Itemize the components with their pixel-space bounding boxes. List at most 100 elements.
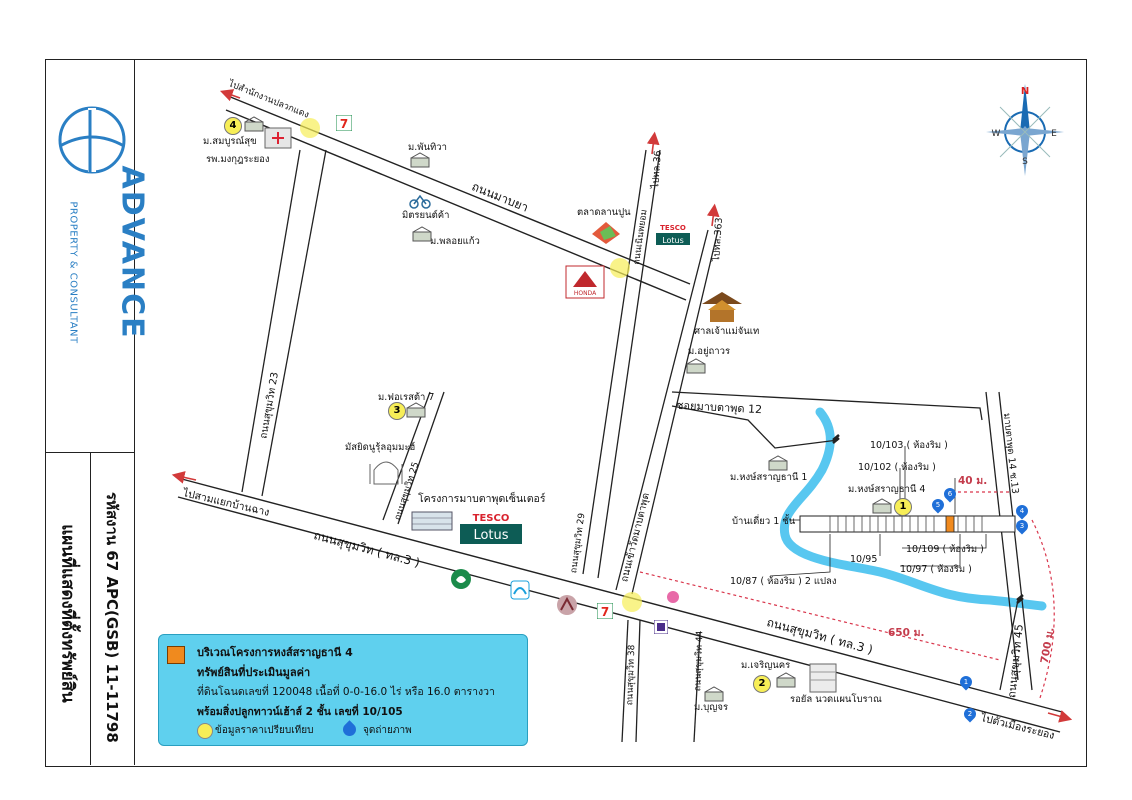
house-icon-hong1 xyxy=(768,455,788,471)
massage-building-icon xyxy=(809,663,837,693)
label-m-yuthawon: ม.อยู่ถาวร xyxy=(688,346,731,357)
tesco-small-text: TESCO xyxy=(660,224,686,232)
scb-bank-icon xyxy=(654,620,668,634)
label-m-bunchon: ม.บุญจร xyxy=(694,702,729,713)
label-m-forest: ม.ฟอเรสต้า 7 xyxy=(378,392,435,403)
distance-40m: 40 ม. xyxy=(958,475,988,487)
compass-n: N xyxy=(1021,86,1029,97)
label-m-sombun: ม.สมบูรณ์สุข xyxy=(203,136,257,147)
honda-logo-icon: HONDA xyxy=(565,265,605,299)
building-complex-icon xyxy=(411,511,453,531)
kasikorn-bank-icon xyxy=(451,569,471,589)
tesco-lotus-small-logo-icon: TESCO Lotus xyxy=(656,222,690,245)
direction-to-rd363: ไปทล.363 xyxy=(711,217,726,262)
bank-logo-icon xyxy=(557,595,577,615)
comparable-marker-3: 3 xyxy=(388,402,406,420)
photo-point-4: 4 xyxy=(1013,502,1031,520)
comparable-marker-4-label: 4 xyxy=(229,120,237,131)
honda-logo-text: HONDA xyxy=(574,290,597,297)
job-code: รหัสงาน 67 APC(GSB) 11-11798 xyxy=(103,492,121,743)
label-center: โครงการมาบตาพุดเซ็นเตอร์ xyxy=(418,493,546,505)
legend-comparable: ข้อมูลราคาเปรียบเทียบ xyxy=(215,725,314,736)
house-icon-phloyaew xyxy=(412,226,432,242)
seven-eleven-icon-2: 7 xyxy=(597,603,613,619)
house-icon-forest xyxy=(406,402,426,418)
legend-building: พร้อมสิ่งปลูกทาวน์เฮ้าส์ 2 ชั้น เลขที่ 1… xyxy=(197,706,403,718)
label-hospital: รพ.มงกุฎระยอง xyxy=(206,154,270,165)
label-mosque: มัสยิดนูรุ้ลอุมมะฮ์ xyxy=(345,442,416,453)
sidebar-divider-inner xyxy=(90,452,91,765)
label-shrine: ศาลเจ้าแม่จันเท xyxy=(694,326,760,337)
label-m-charoen: ม.เจริญนคร xyxy=(741,660,791,671)
house-icon-sombun xyxy=(244,116,264,132)
shrine-icon xyxy=(702,292,742,322)
photo-point-4-label: 4 xyxy=(1019,507,1025,515)
sidebar-divider xyxy=(134,59,135,765)
comparable-marker-3-label: 3 xyxy=(393,405,401,416)
photo-point-3-label: 3 xyxy=(1019,522,1025,530)
tesco-lotus-logo-icon: TESCO Lotus xyxy=(460,513,522,544)
compass-w: W xyxy=(992,129,1001,139)
plot-10-103: 10/103 ( ห้องริม ) xyxy=(870,440,948,451)
label-market: ตลาดลานปูน xyxy=(577,207,631,218)
company-subtitle: PROPERTY & CONSULTANT xyxy=(67,201,79,344)
photo-point-1: 1 xyxy=(957,673,975,691)
outer-frame xyxy=(45,59,1087,767)
mosque-icon xyxy=(369,461,403,485)
compass-rose-icon: N S W E xyxy=(986,84,1064,176)
label-m-phanthiwa: ม.พันทิวา xyxy=(408,142,447,153)
legend-land: ที่ดินโฉนดเลขที่ 120048 เนื้อที่ 0-0-16.… xyxy=(197,686,495,698)
legend-subject-swatch xyxy=(167,646,185,664)
house-icon-hong4 xyxy=(872,498,892,514)
subject-property xyxy=(945,515,955,533)
house-icon-bunchon xyxy=(704,686,724,702)
plot-10-109: 10/109 ( ห้องริม ) xyxy=(906,544,984,555)
krungthai-bank-icon xyxy=(510,580,530,600)
svg-text:7: 7 xyxy=(340,117,348,131)
compass-e: E xyxy=(1051,129,1057,139)
mitr-motorbike-icon xyxy=(409,194,431,209)
label-massage: รอยัล นวดแผนโบราณ xyxy=(790,694,882,705)
legend-photo-swatch xyxy=(340,720,359,739)
sukhumvit-road-edge xyxy=(177,496,1061,733)
tesco-text: TESCO xyxy=(473,513,510,524)
plot-10-95: 10/95 xyxy=(850,554,878,565)
plot-10-102: 10/102 ( ห้องริม ) xyxy=(858,462,936,473)
sidebar-hline xyxy=(45,452,134,453)
photo-point-5-label: 5 xyxy=(935,501,941,509)
plot-10-97: 10/97 ( ห้องริม ) xyxy=(900,564,972,575)
photo-point-3: 3 xyxy=(1013,517,1031,535)
document-title: แผนที่แสดงที่ตั้งทรัพย์สิน xyxy=(57,524,78,703)
label-m-hong1: ม.หงษ์สราญธานี 1 xyxy=(730,472,808,483)
sukhumvit-road xyxy=(177,477,1063,713)
label-mitr: มิตรยนต์ค้า xyxy=(402,210,450,221)
hospital-icon xyxy=(264,127,292,149)
house-icon-charoen xyxy=(776,672,796,688)
comparable-marker-2-label: 2 xyxy=(758,678,766,689)
comparable-marker-1-label: 1 xyxy=(899,501,907,512)
house-icon-yuthawon xyxy=(686,358,706,374)
comparable-marker-2: 2 xyxy=(753,675,771,693)
comparable-marker-4: 4 xyxy=(224,117,242,135)
photo-point-2: 2 xyxy=(961,705,979,723)
seven-eleven-icon: 7 xyxy=(336,115,352,131)
canal xyxy=(779,407,1047,611)
legend-project: บริเวณโครงการหงส์สราญธานี 4 xyxy=(197,646,353,659)
house-icon-phanthiwa xyxy=(410,152,430,168)
plot-10-87: 10/87 ( ห้องริม ) 2 แปลง xyxy=(730,576,837,587)
gsb-bank-icon xyxy=(667,591,679,603)
road-label-soi38: ถนนสุขุมวิท 38 xyxy=(625,644,638,706)
company-logo-icon xyxy=(58,106,126,174)
legend-photo-point: จุดถ่ายภาพ xyxy=(363,725,412,736)
legend-box: บริเวณโครงการหงส์สราญธานี 4 ทรัพย์สินที่… xyxy=(158,634,528,746)
distance-650m: 650 ม. xyxy=(888,627,925,639)
project-block xyxy=(799,515,1016,533)
photo-point-2-label: 2 xyxy=(967,710,973,718)
market-icon xyxy=(592,222,620,244)
label-m-phloyaew: ม.พลอยแก้ว xyxy=(430,236,480,247)
svg-text:7: 7 xyxy=(601,605,609,619)
photo-point-6: 6 xyxy=(941,485,959,503)
label-house1: บ้านเดี่ยว 1 ชั้น xyxy=(732,516,796,527)
legend-comparable-swatch xyxy=(197,723,213,739)
